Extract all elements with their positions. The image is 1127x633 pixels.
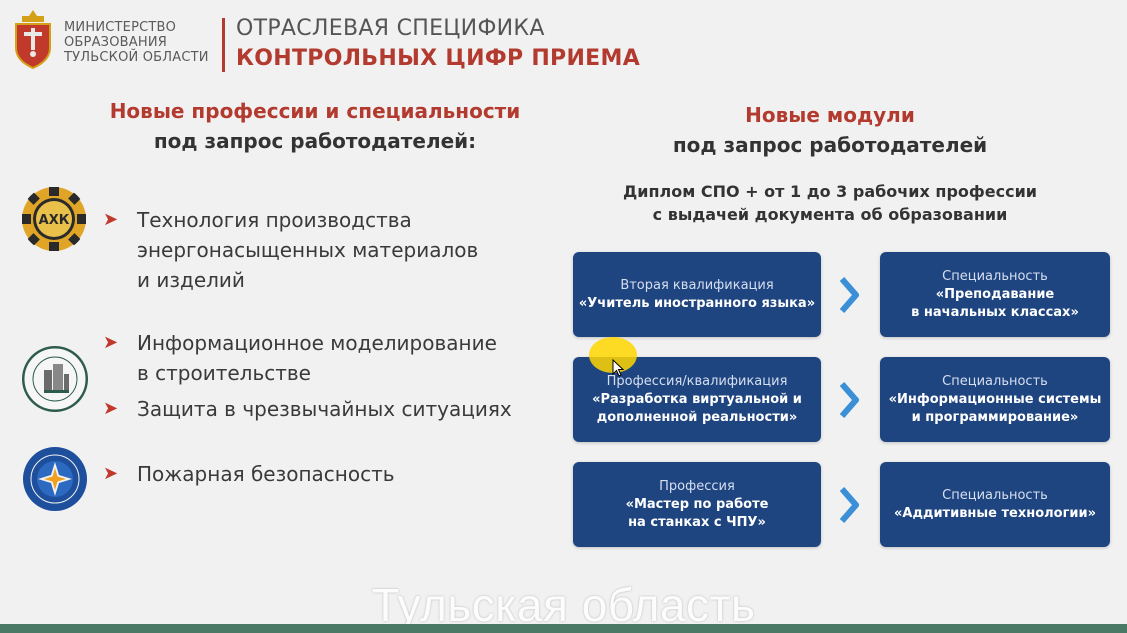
left-section-title: Новые профессии и специальности под запр… [109,99,521,153]
list-item-energy-materials: ➤ Технология производства энергонасыщенн… [103,205,563,295]
module-card-right-3: Специальность «Аддитивные технологии» [880,462,1110,547]
arrow-right-icon: ➤ [103,463,119,484]
slide-header: МИНИСТЕРСТВО ОБРАЗОВАНИЯ ТУЛЬСКОЙ ОБЛАСТ… [0,0,1127,80]
diploma-subtitle: Диплом СПО + от 1 до 3 рабочих профессии… [623,182,1037,224]
module-card-left-1: Вторая квалификация «Учитель иностранног… [573,252,821,337]
chevron-right-icon [839,487,859,523]
bottom-bar [0,624,1127,633]
emergency-services-logo-icon [23,447,87,511]
akh-logo-icon: АХК [22,187,86,251]
chevron-right-icon [839,382,859,418]
list-item-emergency: ➤ Защита в чрезвычайных ситуациях [103,394,563,424]
list-item-fire-safety: ➤ Пожарная безопасность [103,459,563,489]
list-item-bim: ➤ Информационное моделирование в строите… [103,328,563,388]
ministry-name: МИНИСТЕРСТВО ОБРАЗОВАНИЯ ТУЛЬСКОЙ ОБЛАСТ… [64,20,209,65]
arrow-right-icon: ➤ [103,332,119,353]
mouse-cursor-icon [612,359,624,377]
header-divider [222,18,225,72]
svg-text:АХК: АХК [39,213,70,228]
module-card-left-3: Профессия «Мастер по работе на станках с… [573,462,821,547]
arrow-right-icon: ➤ [103,209,119,230]
arrow-right-icon: ➤ [103,398,119,419]
module-card-right-1: Специальность «Преподавание в начальных … [880,252,1110,337]
builders-association-logo-icon [22,346,88,412]
tula-crest-icon [15,10,51,70]
chevron-right-icon [839,277,859,313]
video-caption: Тульская область [371,579,756,631]
slide-title-line2: КОНТРОЛЬНЫХ ЦИФР ПРИЕМА [236,46,641,71]
right-section-title: Новые модули под запрос работодателей [672,103,988,157]
slide-title-line1: ОТРАСЛЕВАЯ СПЕЦИФИКА [236,16,545,41]
module-card-right-2: Специальность «Информационные системы и … [880,357,1110,442]
